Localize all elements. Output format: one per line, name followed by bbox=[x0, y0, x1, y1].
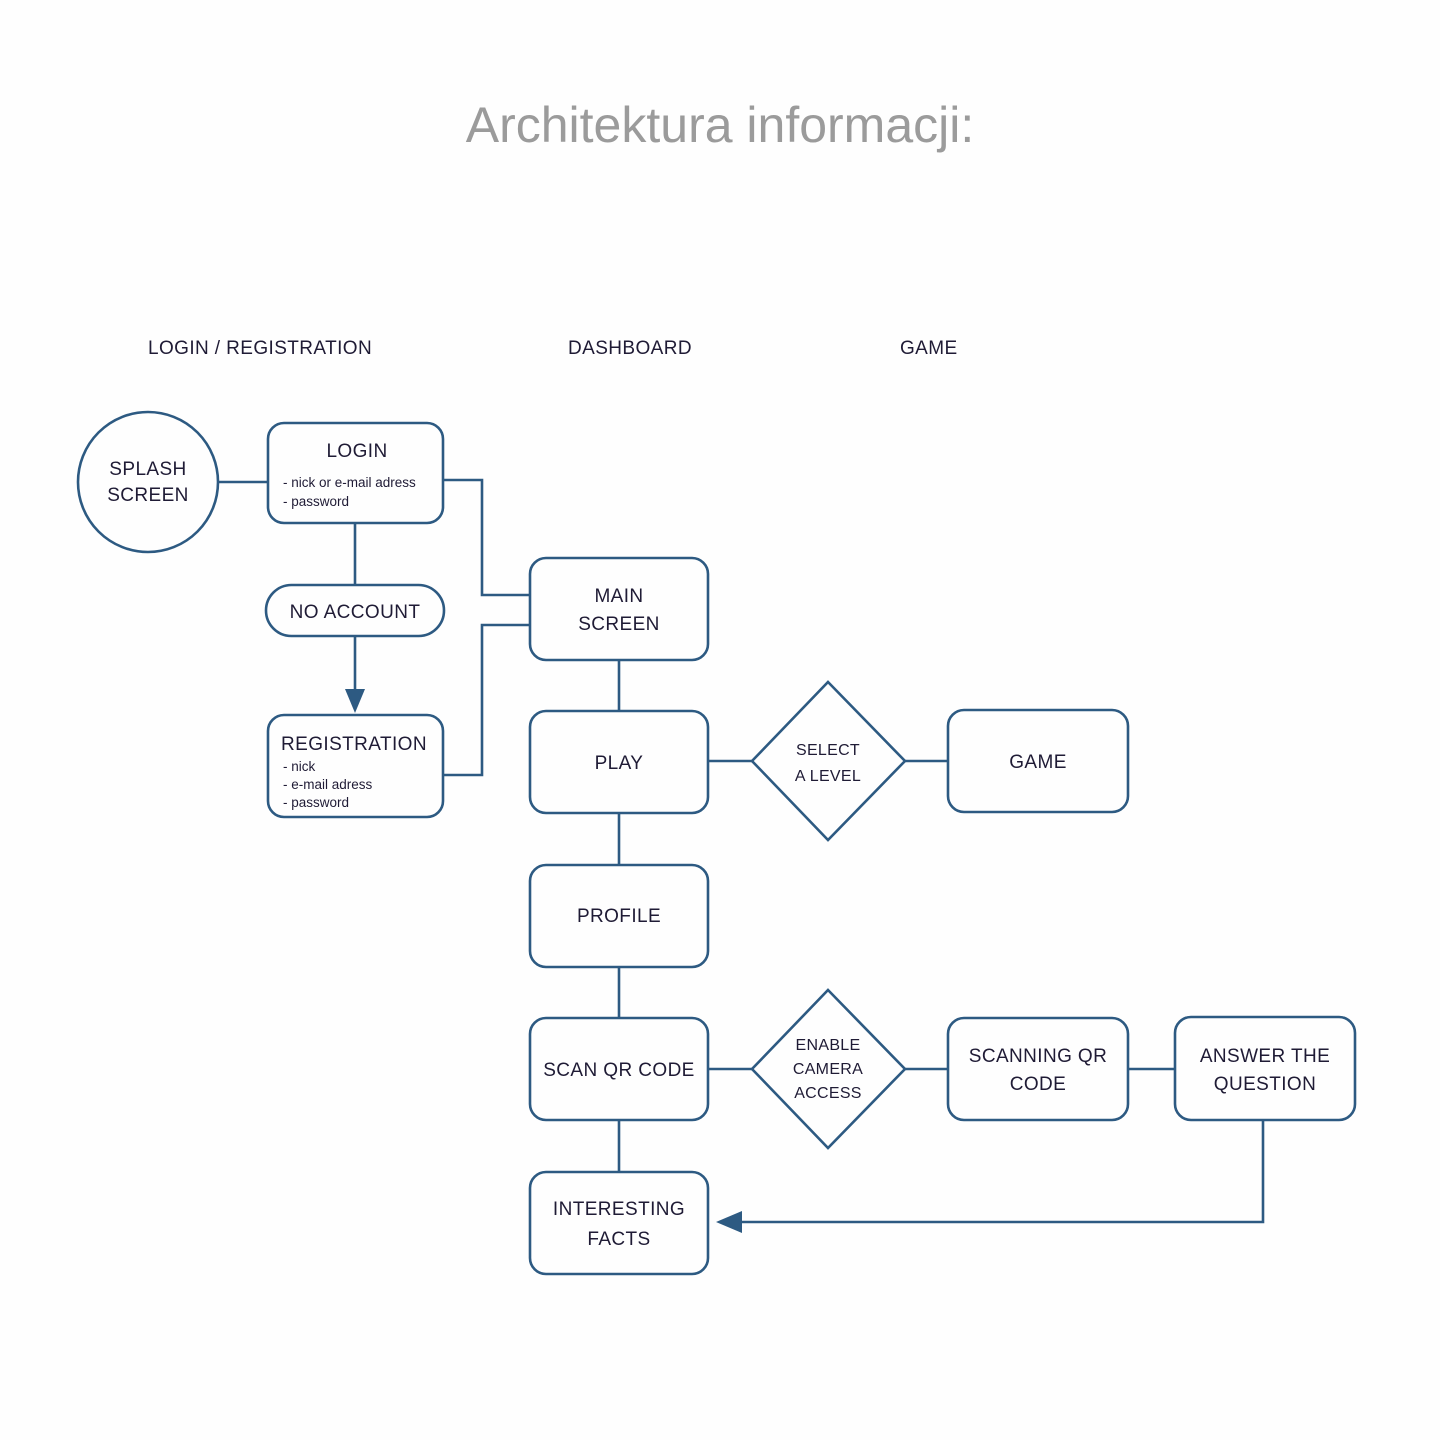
node-no-account[interactable]: NO ACCOUNT bbox=[264, 583, 446, 638]
login-title: LOGIN bbox=[326, 441, 387, 462]
game-box bbox=[946, 708, 1130, 814]
column-header-login-registration: LOGIN / REGISTRATION bbox=[148, 338, 373, 359]
connector-registration-to-main-screen bbox=[443, 623, 530, 777]
select-a-level-diamond bbox=[750, 680, 907, 842]
arrowhead-answer-question-to-interesting-facts bbox=[716, 1211, 742, 1233]
scan-qr-code-box bbox=[528, 1016, 710, 1122]
scanning-qr-code-label-line1: SCANNING QR bbox=[969, 1046, 1107, 1067]
splash-screen-label-line1: SPLASH bbox=[109, 459, 186, 480]
page-title: Architektura informacji: bbox=[465, 97, 975, 153]
login-item-0: - nick or e-mail adress bbox=[283, 475, 416, 490]
main-screen-label-line2: SCREEN bbox=[578, 614, 660, 635]
node-answer-the-question[interactable]: ANSWER THE QUESTION bbox=[1173, 1015, 1357, 1122]
column-header-dashboard: DASHBOARD bbox=[568, 338, 692, 359]
node-interesting-facts[interactable]: INTERESTING FACTS bbox=[528, 1170, 710, 1276]
enable-camera-access-label-line3: ACCESS bbox=[794, 1085, 862, 1102]
splash-screen-label-line2: SCREEN bbox=[107, 485, 189, 506]
column-header-game: GAME bbox=[900, 338, 958, 359]
game-label: GAME bbox=[1009, 752, 1067, 773]
node-play[interactable]: PLAY bbox=[528, 709, 710, 815]
scanning-qr-code-label-line2: CODE bbox=[1010, 1074, 1067, 1095]
registration-item-2: - password bbox=[283, 795, 349, 810]
profile-label: PROFILE bbox=[577, 906, 661, 927]
scanning-qr-code-box bbox=[946, 1016, 1130, 1122]
connector-login-to-main-screen bbox=[443, 478, 530, 597]
login-box bbox=[266, 421, 445, 525]
login-item-1: - password bbox=[283, 494, 349, 509]
answer-the-question-label-line2: QUESTION bbox=[1214, 1074, 1316, 1095]
node-scanning-qr-code[interactable]: SCANNING QR CODE bbox=[946, 1016, 1130, 1122]
node-splash-screen[interactable]: SPLASH SCREEN bbox=[76, 410, 220, 554]
profile-box bbox=[528, 863, 710, 969]
interesting-facts-box bbox=[528, 1170, 710, 1276]
node-scan-qr-code[interactable]: SCAN QR CODE bbox=[528, 1016, 710, 1122]
node-login[interactable]: LOGIN - nick or e-mail adress - password bbox=[266, 421, 445, 525]
play-box bbox=[528, 709, 710, 815]
main-screen-box bbox=[528, 556, 710, 662]
select-a-level-label-line1: SELECT bbox=[796, 742, 860, 759]
answer-the-question-box bbox=[1173, 1015, 1357, 1122]
interesting-facts-label-line1: INTERESTING bbox=[553, 1199, 685, 1220]
connectors-group bbox=[216, 478, 1265, 1233]
interesting-facts-label-line2: FACTS bbox=[587, 1229, 650, 1250]
enable-camera-access-label-line1: ENABLE bbox=[796, 1037, 861, 1054]
no-account-label: NO ACCOUNT bbox=[290, 602, 421, 623]
node-enable-camera-access[interactable]: ENABLE CAMERA ACCESS bbox=[750, 988, 907, 1150]
registration-item-0: - nick bbox=[283, 759, 316, 774]
main-screen-label-line1: MAIN bbox=[594, 586, 643, 607]
registration-box bbox=[266, 713, 445, 819]
answer-the-question-label-line1: ANSWER THE bbox=[1200, 1046, 1330, 1067]
node-registration[interactable]: REGISTRATION - nick - e-mail adress - pa… bbox=[266, 713, 445, 819]
play-label: PLAY bbox=[595, 753, 644, 774]
select-a-level-label-line2: A LEVEL bbox=[795, 768, 861, 785]
enable-camera-access-label-line2: CAMERA bbox=[793, 1061, 863, 1078]
enable-camera-access-diamond bbox=[750, 988, 907, 1150]
splash-screen-circle bbox=[76, 410, 220, 554]
node-main-screen[interactable]: MAIN SCREEN bbox=[528, 556, 710, 662]
node-game[interactable]: GAME bbox=[946, 708, 1130, 814]
connector-answer-question-to-interesting-facts bbox=[735, 1120, 1265, 1224]
node-profile[interactable]: PROFILE bbox=[528, 863, 710, 969]
node-select-a-level[interactable]: SELECT A LEVEL bbox=[750, 680, 907, 842]
no-account-pill bbox=[264, 583, 446, 638]
registration-title: REGISTRATION bbox=[281, 734, 427, 755]
arrowhead-no-account-to-registration bbox=[345, 689, 365, 713]
registration-item-1: - e-mail adress bbox=[283, 777, 373, 792]
scan-qr-code-label: SCAN QR CODE bbox=[543, 1060, 695, 1081]
